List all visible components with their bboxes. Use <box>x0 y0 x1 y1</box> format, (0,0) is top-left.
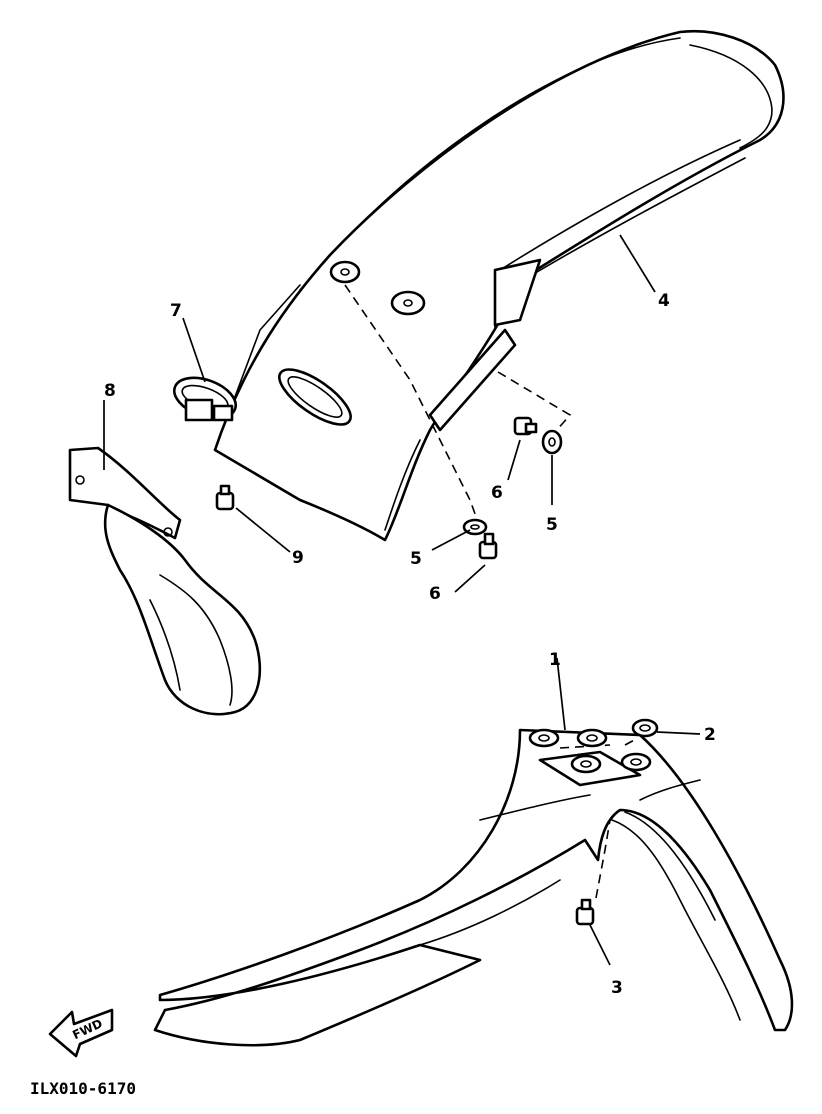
callout-8: 8 <box>104 381 116 401</box>
bolt-3 <box>575 898 595 926</box>
diagram-code: ILX010-6170 <box>30 1079 136 1098</box>
callout-9: 9 <box>292 548 304 568</box>
callout-7: 7 <box>170 301 182 321</box>
callout-3: 3 <box>611 978 623 998</box>
callout-6-right: 6 <box>491 483 503 503</box>
bolt-6a <box>513 416 538 436</box>
mud-flap <box>68 446 262 716</box>
callout-5-left: 5 <box>410 549 422 569</box>
callout-5-right: 5 <box>546 515 558 535</box>
front-fender <box>153 728 794 1047</box>
bolt-9 <box>215 484 235 511</box>
rear-fender <box>213 30 785 542</box>
callout-1: 1 <box>549 650 561 670</box>
fwd-arrow-icon: FWD <box>48 1008 114 1058</box>
callout-4: 4 <box>658 291 670 311</box>
callout-6-left: 6 <box>429 584 441 604</box>
rivet-2 <box>631 718 659 738</box>
callout-2: 2 <box>704 725 716 745</box>
hose-clamp <box>173 376 237 422</box>
washer-5a <box>541 429 563 455</box>
bolt-6b <box>478 532 498 560</box>
